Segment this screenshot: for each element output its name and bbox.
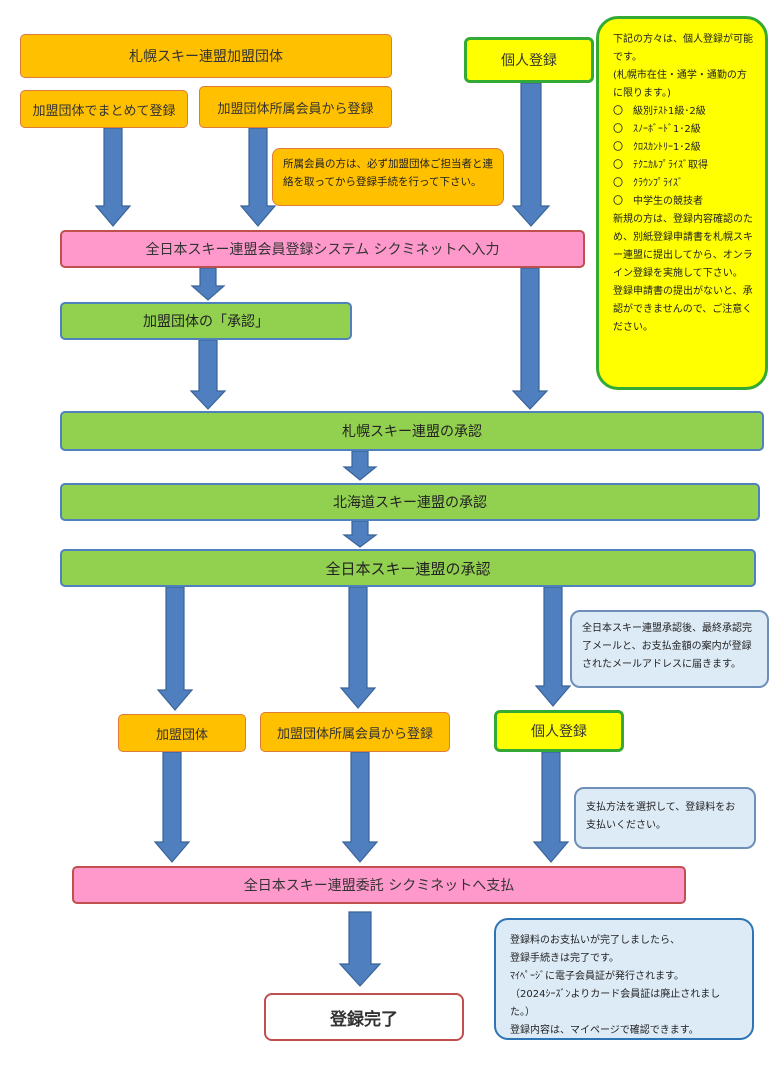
note-line: 〇 ﾃｸﾆｶﾙﾌﾟﾗｲｽﾞ取得 — [613, 160, 708, 171]
sapporo-approval-box: 札幌スキー連盟の承認 — [60, 411, 764, 451]
arrow-hokkaido-to-saj — [342, 520, 378, 548]
individual-registration-bottom-box: 個人登録 — [494, 710, 624, 752]
hokkaido-approval-box: 北海道スキー連盟の承認 — [60, 483, 760, 521]
note-line: （2024ｼｰｽﾞﾝよりカード会員証は廃止されました。） — [510, 989, 721, 1018]
payment-method-note-text: 支払方法を選択して、登録料をお支払いください。 — [586, 802, 736, 831]
arrow-org-member-to-input — [239, 127, 277, 227]
note-line: 〇 中学生の競技者 — [613, 196, 703, 207]
arrow-input-to-org-approval — [190, 267, 226, 301]
sapporo-member-orgs-box: 札幌スキー連盟加盟団体 — [20, 34, 392, 78]
note-line: 〇 級別ﾃｽﾄ1級･2級 — [613, 106, 706, 117]
org-member-registration-bottom-box: 加盟団体所属会員から登録 — [260, 712, 450, 752]
individual-registration-top-box: 個人登録 — [464, 37, 594, 83]
arrow-sapporo-to-hokkaido — [342, 450, 378, 481]
arrow-saj-to-org-bottom — [156, 586, 194, 711]
org-approval-box: 加盟団体の「承認」 — [60, 302, 352, 340]
registration-complete-note: 登録料のお支払いが完了しましたら、 登録手続きは完了です。 ﾏｲﾍﾟｰｼﾞに電子… — [494, 918, 754, 1040]
arrow-org-bottom-to-payment — [153, 751, 191, 863]
org-bottom-box: 加盟団体 — [118, 714, 246, 752]
arrow-saj-to-individual-bottom — [534, 586, 572, 707]
arrow-payment-to-complete — [338, 911, 382, 987]
arrow-individual-bottom-to-payment — [532, 751, 570, 863]
arrow-input-to-sapporo — [511, 267, 549, 410]
member-contact-note: 所属会員の方は、必ず加盟団体ご担当者と連絡を取ってから登録手続を行って下さい。 — [272, 148, 504, 206]
org-member-registration-top-box: 加盟団体所属会員から登録 — [199, 86, 392, 128]
note-line: (札幌市在住・通学・通勤の方に限ります。) — [613, 70, 747, 99]
note-line: 〇 ｸﾗｳﾝﾌﾟﾗｲｽﾞ — [613, 178, 683, 189]
member-contact-note-text: 所属会員の方は、必ず加盟団体ご担当者と連絡を取ってから登録手続を行って下さい。 — [283, 158, 493, 188]
registration-complete-box: 登録完了 — [264, 993, 464, 1041]
note-line: 〇 ｽﾉｰﾎﾞｰﾄﾞ1･2級 — [613, 124, 701, 135]
payment-method-note: 支払方法を選択して、登録料をお支払いください。 — [574, 787, 756, 849]
note-line: 新規の方は、登録内容確認のため、別紙登録申請書を札幌スキー連盟に提出してから、オ… — [613, 214, 753, 279]
sikumi-input-box: 全日本スキー連盟会員登録システム シクミネットへ入力 — [60, 230, 585, 268]
note-line: 登録手続きは完了です。 — [510, 953, 619, 964]
note-line: 下記の方々は、個人登録が可能です。 — [613, 34, 753, 63]
arrow-org-approval-to-sapporo — [189, 339, 227, 410]
approval-mail-note: 全日本スキー連盟承認後、最終承認完了メールと、お支払金額の案内が登録されたメール… — [570, 610, 769, 688]
note-line: 登録申請書の提出がないと、承認ができませんので、ご注意ください。 — [613, 286, 753, 333]
note-line: 〇 ｸﾛｽｶﾝﾄﾘｰ1･2級 — [613, 142, 701, 153]
arrow-individual-to-input — [511, 82, 551, 227]
approval-mail-note-text: 全日本スキー連盟承認後、最終承認完了メールと、お支払金額の案内が登録されたメール… — [582, 623, 752, 670]
note-line: 登録内容は、マイページで確認できます。 — [510, 1025, 699, 1036]
note-line: ﾏｲﾍﾟｰｼﾞに電子会員証が発行されます。 — [510, 971, 684, 982]
arrow-saj-to-org-member-bottom — [339, 586, 377, 709]
arrow-org-member-bottom-to-payment — [341, 751, 379, 863]
org-bulk-registration-box: 加盟団体でまとめて登録 — [20, 90, 188, 128]
individual-eligibility-note: 下記の方々は、個人登録が可能です。 (札幌市在住・通学・通勤の方に限ります。) … — [596, 16, 768, 390]
arrow-org-bulk-to-input — [94, 127, 132, 227]
note-line: 登録料のお支払いが完了しましたら、 — [510, 935, 680, 946]
sikumi-payment-box: 全日本スキー連盟委託 シクミネットへ支払 — [72, 866, 686, 904]
saj-approval-box: 全日本スキー連盟の承認 — [60, 549, 756, 587]
